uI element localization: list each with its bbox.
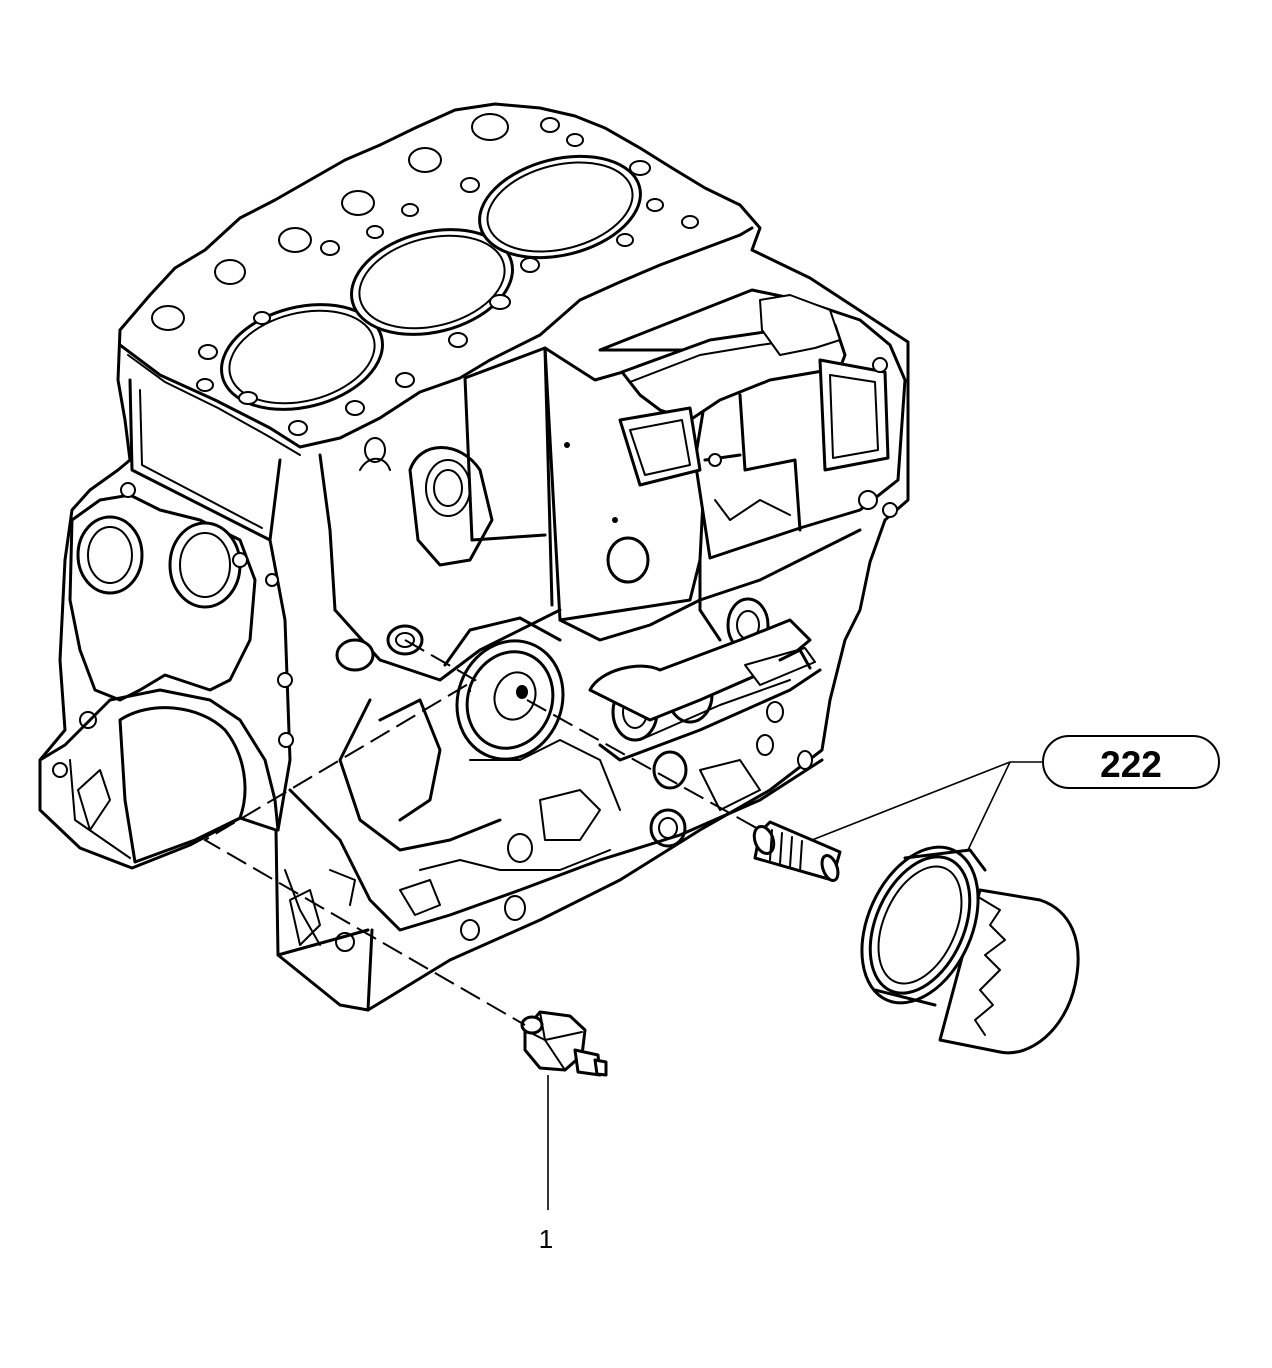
oil-pressure-sensor bbox=[520, 1010, 608, 1077]
cylinder-bore bbox=[220, 303, 384, 411]
cylinder-bore bbox=[478, 154, 642, 260]
crankcase-bosses bbox=[277, 597, 813, 952]
callout-label: 1 bbox=[539, 1224, 553, 1254]
oil-filter bbox=[860, 845, 1080, 1055]
callout-1: 1 bbox=[539, 1075, 553, 1254]
filter-mount-boss bbox=[443, 616, 565, 761]
callout-label: 222 bbox=[1100, 744, 1162, 785]
cylinder-bore bbox=[350, 228, 514, 336]
callout-222: 222 bbox=[811, 735, 1220, 851]
engine-block bbox=[38, 102, 910, 1012]
assembly-lines bbox=[203, 639, 761, 1026]
threaded-nipple bbox=[752, 820, 842, 882]
callout-box bbox=[1042, 735, 1220, 789]
deck-holes bbox=[151, 113, 699, 436]
